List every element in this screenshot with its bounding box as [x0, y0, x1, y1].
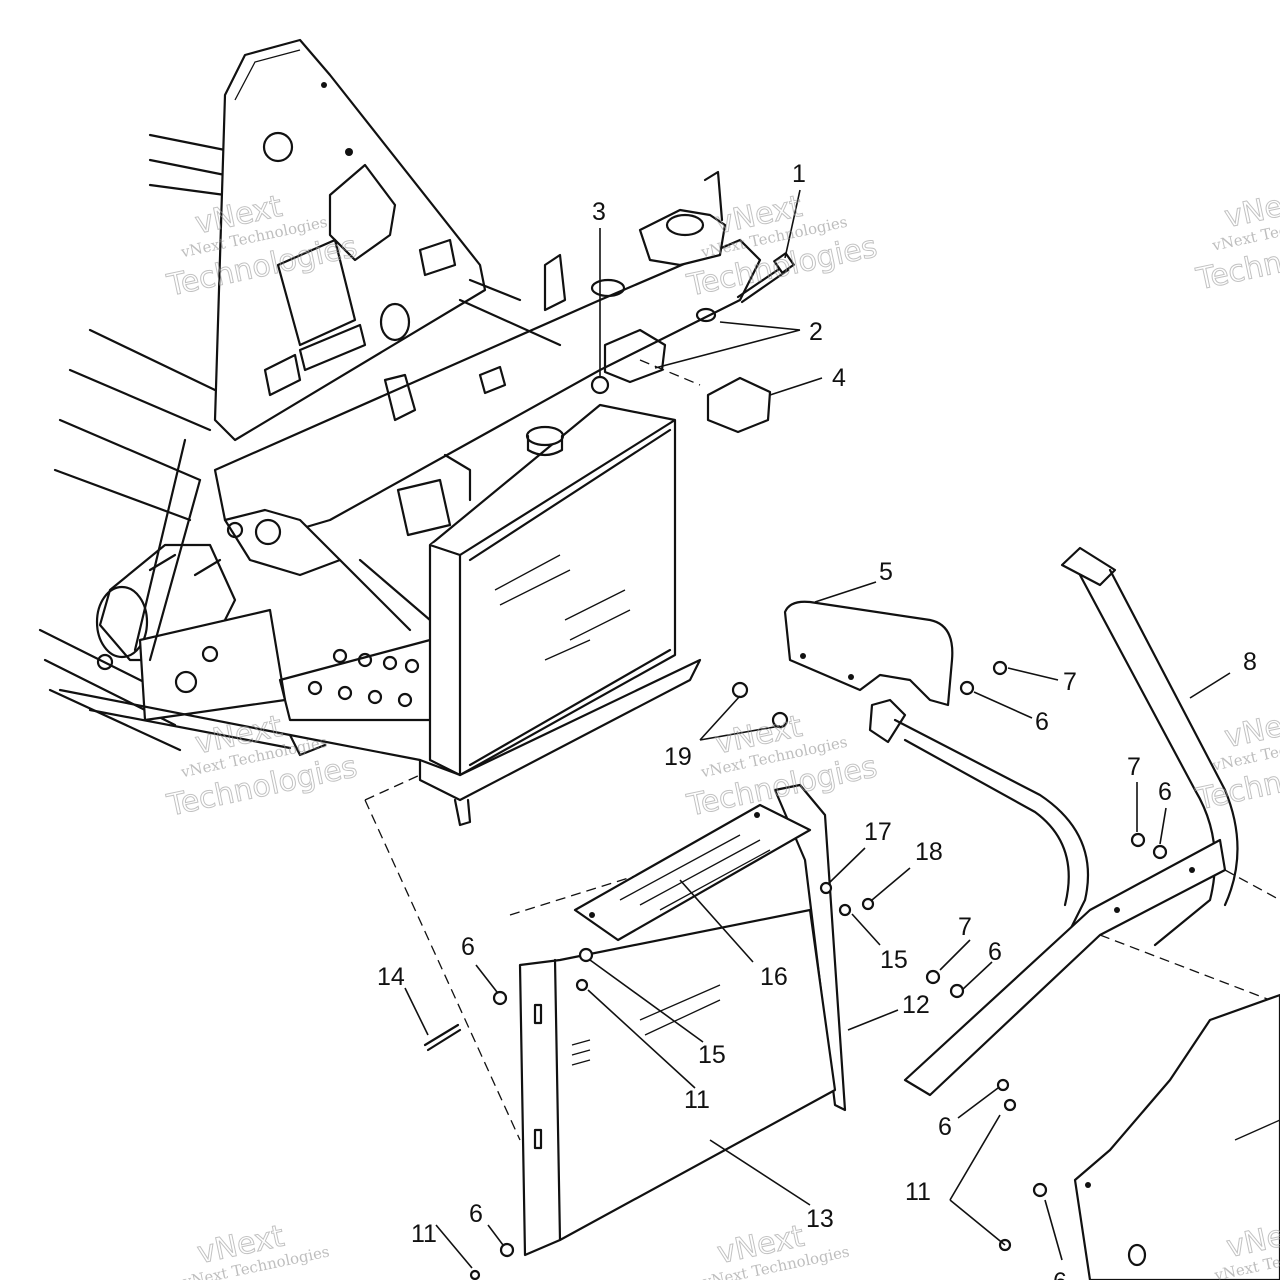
watermark-bottom-left: vNext vNext Technologies	[181, 1218, 331, 1280]
radiator-shroud	[364, 774, 847, 1257]
callout-7: 7	[1127, 753, 1141, 781]
callout-6: 6	[461, 933, 475, 961]
callout-5: 5	[879, 558, 893, 586]
callout-11: 11	[905, 1178, 931, 1206]
callout-6: 6	[988, 938, 1002, 966]
callout-12: 12	[902, 991, 930, 1019]
callout-17: 17	[864, 818, 892, 846]
callout-6: 6	[469, 1200, 483, 1228]
callout-15: 15	[880, 946, 908, 974]
callout-1: 1	[792, 160, 806, 188]
panel-part-5	[783, 600, 954, 707]
callout-4: 4	[832, 364, 846, 392]
callout-14: 14	[377, 963, 405, 991]
callout-6: 6	[938, 1113, 952, 1141]
callout-8: 8	[1243, 648, 1257, 676]
watermark-top-right: vNext vNext Technologies Technologies	[1192, 182, 1280, 298]
callout-18: 18	[915, 838, 943, 866]
callout-7: 7	[1063, 668, 1077, 696]
callout-11: 11	[684, 1086, 710, 1114]
callout-labels: 1 2 3 4 5 6 7 8 19 7 6 17 18 6 14 16 15 …	[377, 160, 1257, 1280]
callout-7: 7	[958, 913, 972, 941]
leader-lines	[404, 189, 1231, 1269]
callout-16: 16	[760, 963, 788, 991]
callout-15: 15	[698, 1041, 726, 1069]
radiator-mount-hardware	[590, 252, 795, 434]
watermark-mid-center: vNext vNext Technologies Technologies	[683, 708, 881, 824]
bumper-bar-part-8	[868, 546, 1280, 1097]
callout-2: 2	[809, 318, 823, 346]
callout-6: 6	[1053, 1268, 1067, 1280]
callout-13: 13	[806, 1205, 834, 1233]
radiator	[418, 403, 702, 827]
callout-6: 6	[1158, 778, 1172, 806]
nose-cover	[1073, 993, 1280, 1280]
fasteners	[423, 660, 1168, 1280]
callout-6: 6	[1035, 708, 1049, 736]
chassis-frame	[38, 38, 762, 762]
watermark-mid-right: vNext vNext Technologies Technologies	[1192, 702, 1280, 818]
callout-19: 19	[664, 743, 692, 771]
callout-3: 3	[592, 198, 606, 226]
callout-11: 11	[411, 1220, 437, 1248]
